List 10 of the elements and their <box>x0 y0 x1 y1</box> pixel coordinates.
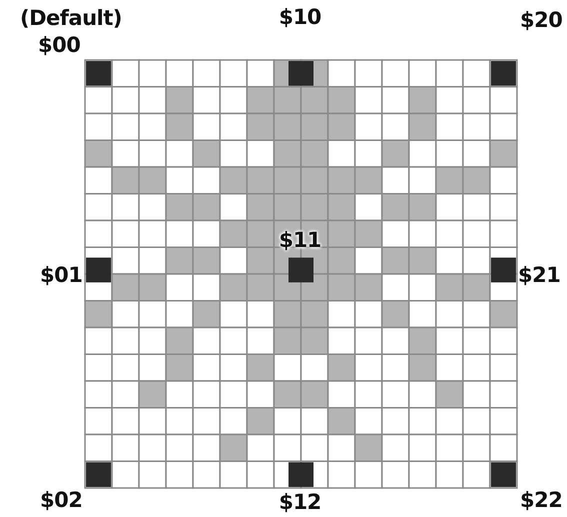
caption-label: (Default) <box>20 6 122 30</box>
position-label: $22 <box>520 488 562 512</box>
position-label: $21 <box>518 263 560 287</box>
position-label: $12 <box>278 490 322 514</box>
position-label: $20 <box>520 8 562 32</box>
position-label: $10 <box>278 5 322 29</box>
position-label: $02 <box>40 488 82 512</box>
position-label: $11 <box>278 228 322 252</box>
position-label: $01 <box>40 263 82 287</box>
position-label: $00 <box>38 33 80 57</box>
